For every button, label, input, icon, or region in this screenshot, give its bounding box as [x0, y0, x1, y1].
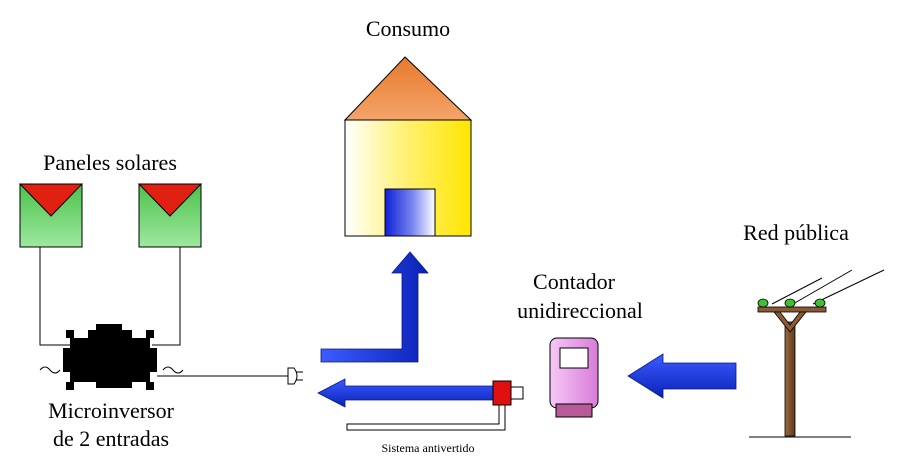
consumption-arrow [320, 251, 429, 363]
house-door [384, 188, 436, 237]
meter-display [559, 347, 589, 369]
anti-export-cable [346, 405, 506, 431]
unidirectional-meter [549, 337, 599, 418]
utility-pole [749, 269, 885, 438]
meter-base [555, 403, 593, 418]
consumption-label: Consumo [366, 16, 450, 41]
house [343, 56, 473, 237]
plug-icon [282, 367, 303, 385]
panel-wiring [39, 247, 181, 346]
microinverter-label-line2: de 2 entradas [53, 426, 169, 451]
solar-panel-left [18, 183, 84, 248]
microinverter-label-line1: Microinversor [48, 398, 175, 423]
export-flow-arrow [317, 378, 494, 408]
meter-label-line2: unidireccional [517, 298, 643, 323]
anti-export-sensor [492, 380, 524, 406]
microinverter [63, 324, 157, 390]
grid-supply-arrow [627, 353, 737, 399]
house-roof [343, 56, 473, 121]
solar-panel-right [137, 183, 203, 248]
ac-symbol-left-icon [39, 366, 61, 374]
public-grid-label: Red pública [743, 220, 849, 245]
meter-label-line1: Contador [533, 269, 616, 294]
solar-panels-label: Paneles solares [43, 150, 177, 175]
anti-export-label: Sistema antivertido [382, 441, 475, 455]
ac-symbol-right-icon [162, 366, 184, 374]
